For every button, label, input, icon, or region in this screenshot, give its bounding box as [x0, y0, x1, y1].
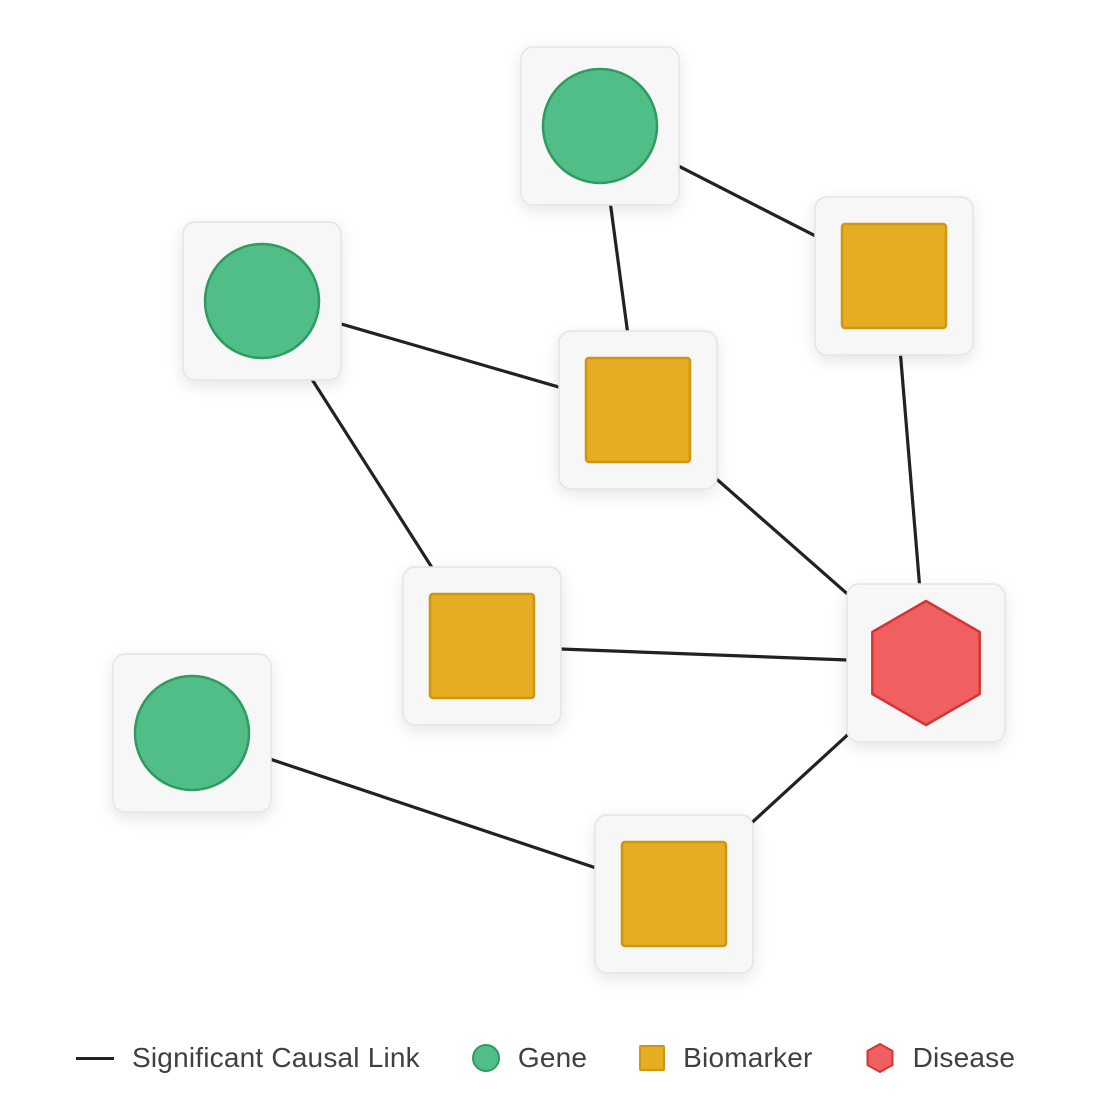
node-biomarker-center[interactable] — [558, 330, 718, 490]
legend-label-link: Significant Causal Link — [132, 1042, 420, 1073]
biomarker-square-icon — [584, 356, 692, 464]
legend-item-disease: Disease — [865, 1042, 1016, 1074]
legend-label-gene: Gene — [517, 1042, 588, 1073]
link-line-icon — [76, 1056, 114, 1060]
node-gene-left[interactable] — [182, 221, 342, 381]
gene-circle-icon — [203, 242, 321, 360]
gene-circle-icon — [541, 67, 659, 185]
legend-item-link: Significant Causal Link — [76, 1042, 420, 1074]
node-biomarker-top-right[interactable] — [814, 196, 974, 356]
node-biomarker-bottom[interactable] — [594, 814, 754, 974]
disease-hexagon-icon — [866, 1042, 894, 1074]
biomarker-square-icon — [620, 840, 728, 948]
biomarker-square-icon — [639, 1045, 666, 1071]
disease-hexagon-icon — [871, 599, 981, 727]
biomarker-square-icon — [840, 222, 948, 330]
node-layer — [112, 46, 1006, 974]
legend-item-biomarker: Biomarker — [639, 1042, 812, 1074]
legend-item-gene: Gene — [471, 1042, 588, 1074]
legend-label-biomarker: Biomarker — [683, 1042, 813, 1073]
causal-link-gene-bottom-left-to-biomarker-bottom — [190, 731, 676, 896]
node-biomarker-middle-left[interactable] — [402, 566, 562, 726]
legend-label-disease: Disease — [912, 1042, 1016, 1073]
legend: Significant Causal Link Gene Biomarker D… — [76, 1030, 1056, 1086]
causal-network-diagram — [112, 46, 1006, 974]
node-disease[interactable] — [846, 583, 1006, 743]
node-gene-top[interactable] — [520, 46, 680, 206]
gene-circle-icon — [133, 674, 251, 792]
node-gene-bottom-left[interactable] — [112, 653, 272, 813]
gene-circle-icon — [471, 1044, 500, 1072]
biomarker-square-icon — [428, 592, 536, 700]
